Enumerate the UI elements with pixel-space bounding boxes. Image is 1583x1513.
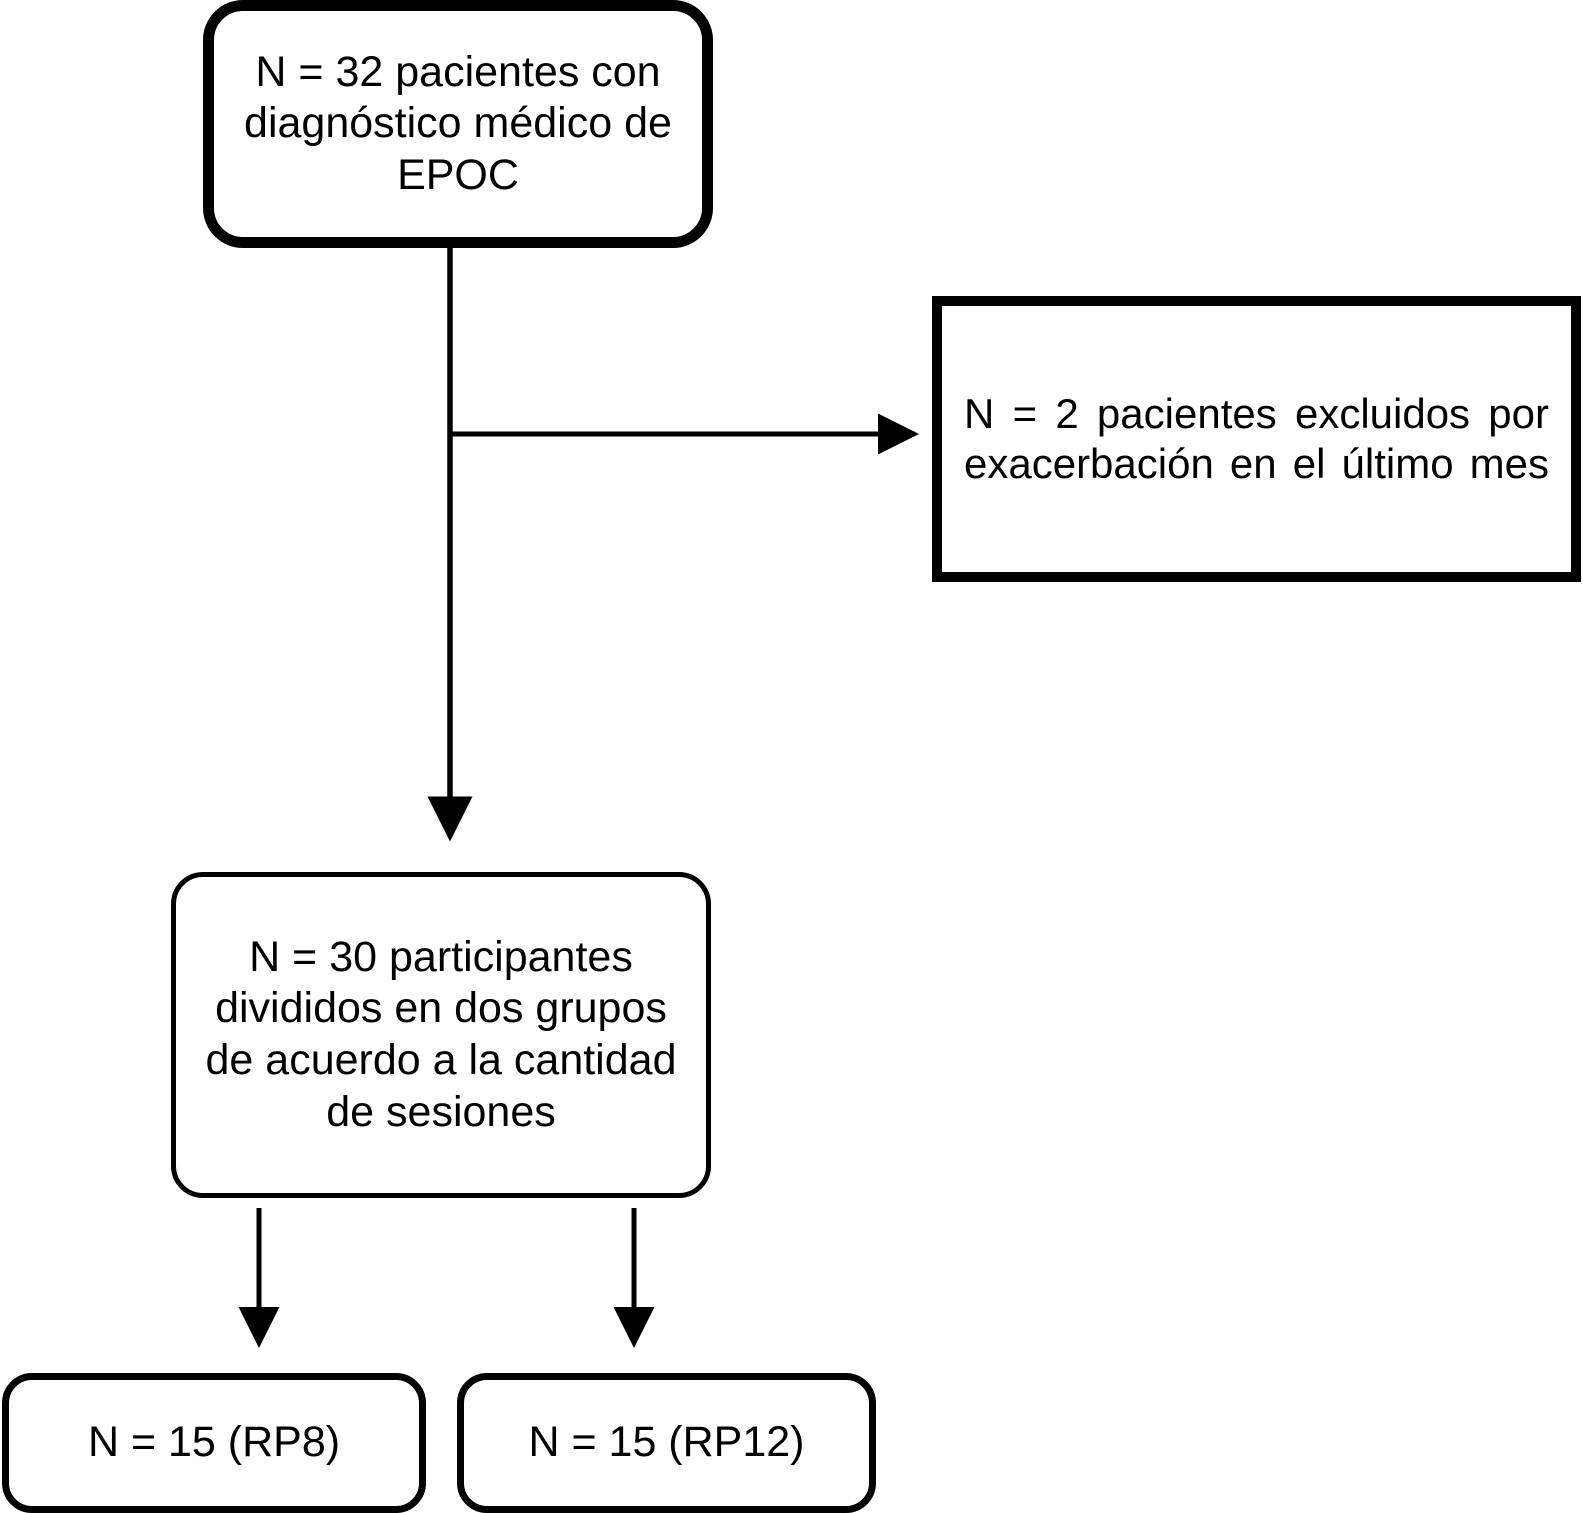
node-participants-split: N = 30 participantes divididos en dos gr… (171, 872, 711, 1198)
node-excluded-patients: N = 2 pacientes excluidos por exacerbaci… (932, 296, 1581, 582)
node-group-rp8: N = 15 (RP8) (2, 1373, 426, 1513)
node-enrolled-patients: N = 32 pacientes con diagnóstico médico … (203, 0, 713, 248)
node-group-rp12-label: N = 15 (RP12) (528, 1418, 805, 1467)
node-enrolled-patients-label: N = 32 pacientes con diagnóstico médico … (244, 47, 672, 199)
node-participants-split-label: N = 30 participantes divididos en dos gr… (205, 932, 677, 1136)
node-group-rp12: N = 15 (RP12) (457, 1373, 876, 1513)
node-group-rp8-label: N = 15 (RP8) (87, 1418, 341, 1467)
node-excluded-patients-label: N = 2 pacientes excluidos por exacerbaci… (964, 389, 1549, 487)
